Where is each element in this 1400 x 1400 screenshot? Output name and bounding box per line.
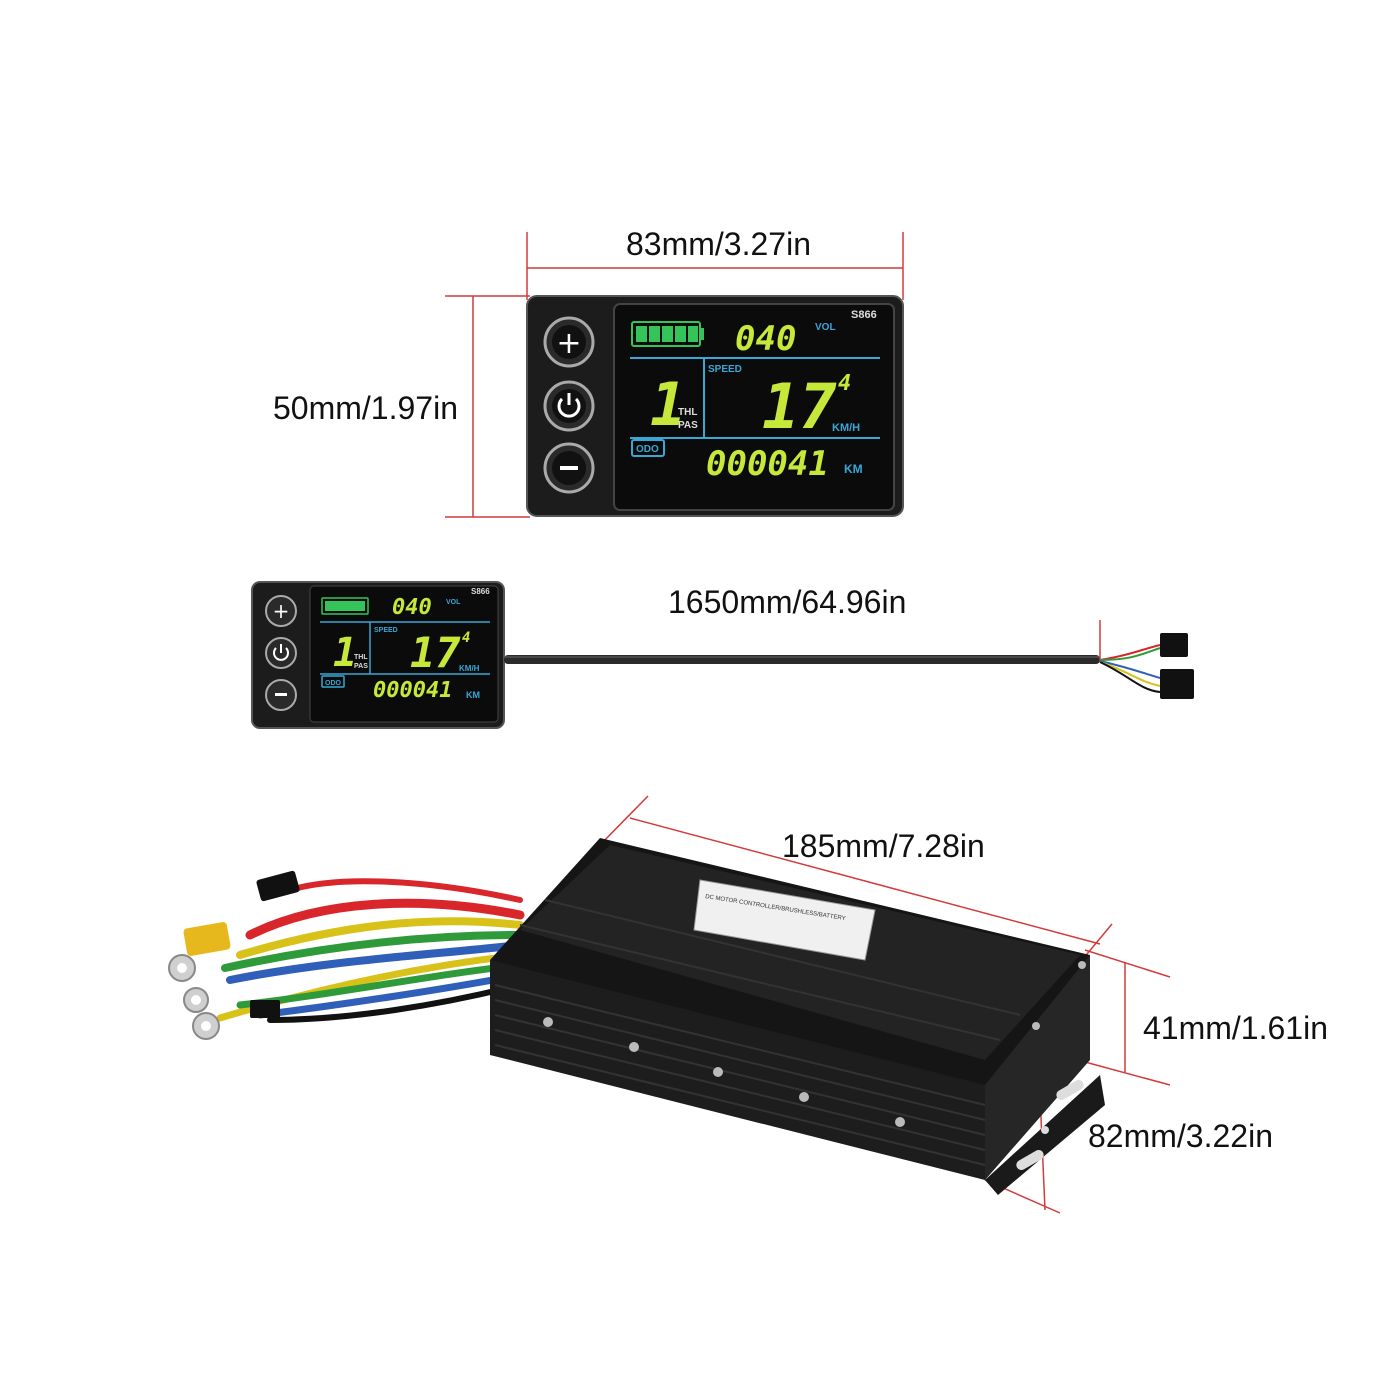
speed-decimal-small: 4	[462, 630, 470, 646]
plus-button-small[interactable]: +	[265, 595, 297, 627]
speed-label: SPEED	[708, 364, 742, 375]
pas-level: 1	[650, 370, 686, 440]
model-label-small: S866	[471, 587, 490, 596]
display-large: +	[526, 295, 904, 517]
cable-length-label: 1650mm/64.96in	[668, 584, 907, 620]
controller-length-label: 185mm/7.28in	[782, 828, 985, 864]
controller-wires	[216, 878, 525, 1023]
pas-label-small: PAS	[354, 663, 368, 670]
controller-height-label: 41mm/1.61in	[1143, 1010, 1328, 1046]
voltage-unit: VOL	[815, 322, 836, 333]
controller-body	[490, 838, 1105, 1195]
odo-value: 000041	[706, 444, 829, 484]
plus-button[interactable]: +	[543, 316, 595, 368]
minus-button-small[interactable]	[265, 679, 297, 711]
mounting-bracket	[985, 1075, 1105, 1195]
pas-label: PAS	[678, 420, 698, 431]
svg-text:+: +	[273, 599, 290, 623]
controller-label	[693, 879, 876, 961]
speed-label-small: SPEED	[374, 627, 398, 634]
battery-icon	[631, 321, 704, 347]
svg-text:+: +	[556, 326, 581, 361]
controller-width-label: 82mm/3.22in	[1088, 1118, 1273, 1154]
odo-label-small: ODO	[325, 680, 342, 687]
voltage-value: 040	[735, 319, 796, 359]
lcd-screen	[613, 303, 895, 511]
model-label: S866	[851, 309, 877, 321]
display-height-label: 50mm/1.97in	[273, 390, 458, 426]
speed-decimal: 4	[838, 371, 851, 396]
odo-value-small: 000041	[373, 678, 452, 703]
connectors	[168, 870, 300, 1040]
minus-button[interactable]	[543, 442, 595, 494]
voltage-value-small: 040	[392, 595, 432, 620]
power-button[interactable]	[543, 380, 595, 432]
display-width-label: 83mm/3.27in	[626, 226, 811, 262]
cable	[504, 620, 1194, 699]
voltage-unit-small: VOL	[446, 599, 461, 606]
display-dimension-lines	[445, 232, 904, 518]
odo-unit-small: KM	[466, 690, 480, 700]
power-button-small[interactable]	[265, 637, 297, 669]
thl-label-small: THL	[354, 654, 368, 661]
speed-value-small: 17	[410, 628, 461, 677]
speed-unit-small: KM/H	[459, 664, 480, 673]
pas-level-small: 1	[333, 630, 357, 676]
display-small: +	[251, 581, 505, 729]
speed-unit: KM/H	[832, 422, 860, 434]
odo-label: ODO	[636, 444, 659, 455]
thl-label: THL	[678, 407, 697, 418]
odo-unit: KM	[844, 462, 863, 476]
speed-value: 17	[762, 370, 837, 443]
